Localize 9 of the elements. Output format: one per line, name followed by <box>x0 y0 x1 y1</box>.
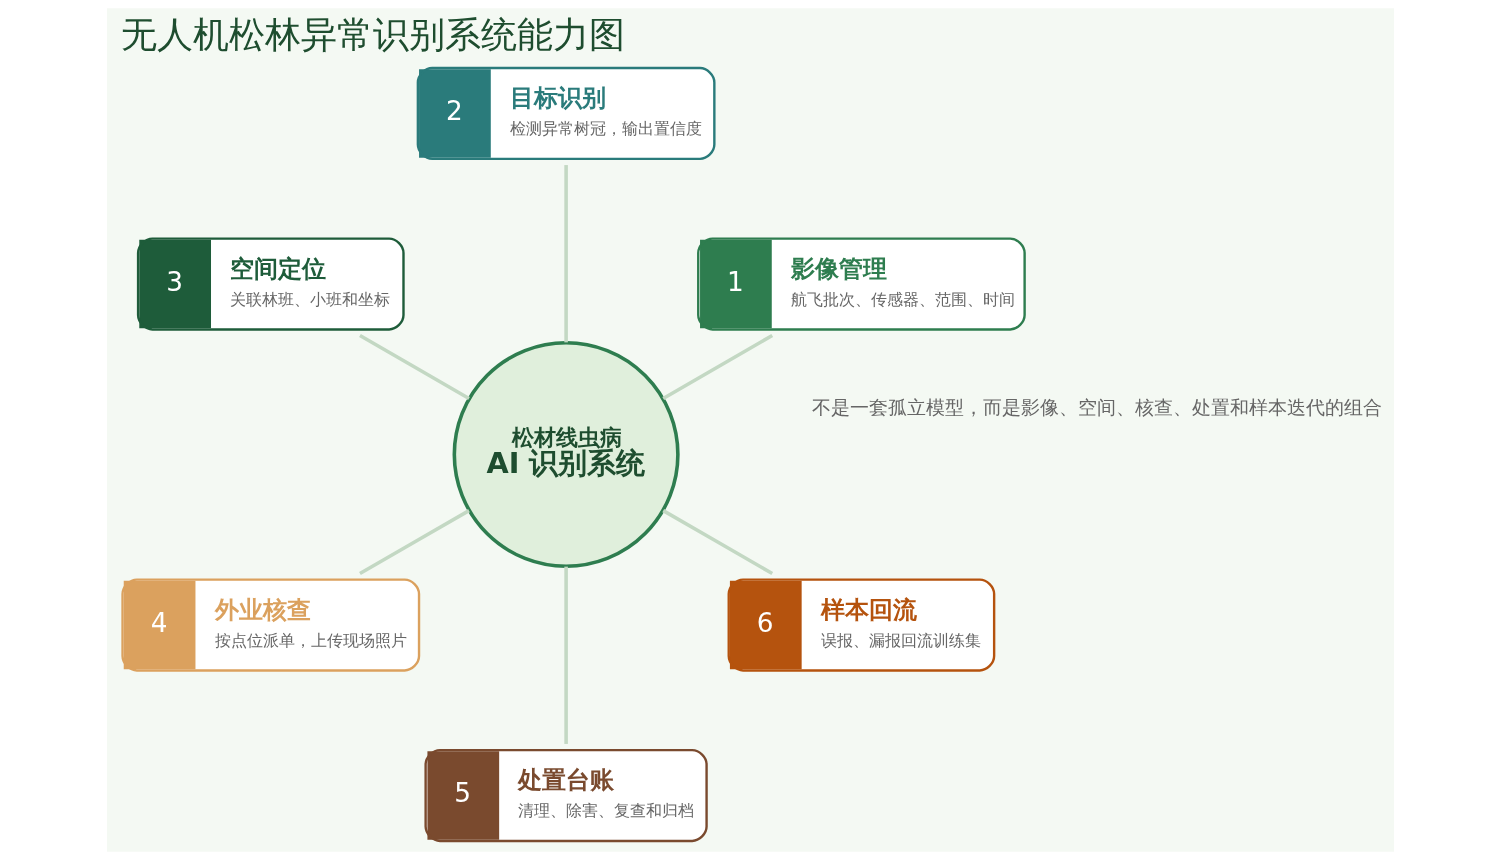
connector <box>358 333 470 400</box>
connector <box>358 509 470 576</box>
connector <box>563 165 568 343</box>
connector <box>661 333 773 400</box>
node-circle: 松材线虫病 AI 识别系统 <box>452 340 680 569</box>
diagram-title: 无人机松林异常识别系统能力图 <box>120 13 625 55</box>
label: 不是一套孤立模型，而是影像、空间、核查、处置和样本迭代的组合 <box>811 395 1382 419</box>
connector <box>661 509 773 576</box>
connector <box>563 566 568 744</box>
